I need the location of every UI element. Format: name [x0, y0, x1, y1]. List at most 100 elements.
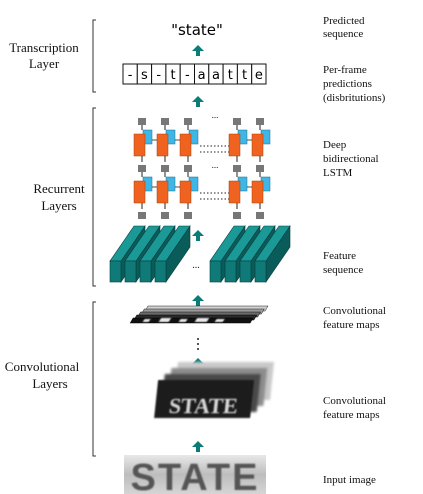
- svg-text:Layers: Layers: [32, 376, 67, 391]
- prediction-char: -: [128, 68, 133, 83]
- vertical-ellipsis-dots: [197, 338, 199, 350]
- svg-text:LSTM: LSTM: [323, 167, 353, 179]
- lstm-output-node: [233, 165, 241, 172]
- prediction-cell: t: [165, 63, 181, 85]
- lstm-forward-cell: [251, 180, 264, 204]
- deep-bidirectional-lstm-grid: ......: [133, 110, 271, 219]
- lstm-cell: [133, 165, 153, 209]
- svg-text:sequence: sequence: [323, 264, 363, 276]
- lstm-cell: [179, 165, 199, 209]
- lstm-output-node: [138, 165, 146, 172]
- prediction-char: e: [255, 68, 263, 83]
- lstm-forward-cell: [133, 180, 146, 204]
- label-transcription-layer: Transcription Layer: [9, 40, 79, 71]
- lstm-cell: [228, 118, 248, 162]
- svg-text:Deep: Deep: [323, 139, 347, 151]
- prediction-cell: -: [151, 63, 167, 85]
- svg-text:Layer: Layer: [29, 56, 60, 71]
- lstm-output-node: [161, 118, 169, 125]
- label-recurrent-layers: Recurrent Layers: [33, 181, 85, 213]
- lstm-cell: [156, 118, 176, 162]
- svg-text:Convolutional: Convolutional: [323, 305, 386, 317]
- prediction-char: t: [228, 68, 233, 83]
- input-image-word: STATE: [131, 457, 260, 494]
- label-conv-feature-maps-top: Convolutional feature maps: [323, 305, 386, 331]
- lstm-input-node: [138, 212, 146, 219]
- svg-text:Convolutional: Convolutional: [323, 395, 386, 407]
- prediction-cell: a: [194, 63, 210, 85]
- lstm-cell: [179, 118, 199, 162]
- svg-text:Feature: Feature: [323, 250, 356, 262]
- lstm-forward-cell: [133, 133, 146, 157]
- label-per-frame-predictions: Per-frame predictions (disbritutions): [323, 64, 386, 104]
- up-arrow: [192, 45, 204, 56]
- svg-text:Transcription: Transcription: [9, 40, 79, 55]
- bracket-transcription: [92, 19, 96, 93]
- lstm-output-node: [233, 118, 241, 125]
- lstm-cell: [251, 118, 271, 162]
- feature-column: [254, 225, 291, 283]
- lstm-forward-cell: [179, 133, 192, 157]
- label-deep-bidirectional-lstm: Deep bidirectional LSTM: [323, 139, 379, 179]
- input-image: STATE: [124, 455, 266, 494]
- bracket-recurrent: [92, 107, 96, 287]
- svg-text:Layers: Layers: [41, 198, 76, 213]
- feature-column: [154, 225, 191, 283]
- prediction-cell: t: [222, 63, 238, 85]
- lstm-forward-cell: [228, 133, 241, 157]
- bracket-convolutional: [92, 301, 96, 457]
- prediction-cell: t: [236, 63, 253, 85]
- svg-text:sequence: sequence: [323, 28, 363, 40]
- lstm-output-node: [256, 165, 264, 172]
- lstm-input-node: [233, 212, 241, 219]
- conv-feature-maps-top: [129, 305, 269, 324]
- lstm-output-node: [184, 118, 192, 125]
- lstm-input-node: [184, 212, 192, 219]
- lstm-forward-cell: [156, 180, 169, 204]
- lstm-output-node: [256, 118, 264, 125]
- feature-ellipsis: ...: [192, 260, 200, 271]
- svg-text:predictions: predictions: [323, 78, 372, 90]
- label-conv-feature-maps-bottom: Convolutional feature maps: [323, 395, 386, 421]
- lstm-forward-cell: [179, 180, 192, 204]
- svg-text:feature maps: feature maps: [323, 319, 380, 331]
- lstm-forward-cell: [228, 180, 241, 204]
- lstm-input-node: [161, 212, 169, 219]
- prediction-char: t: [170, 68, 175, 83]
- up-arrow: [192, 230, 204, 241]
- lstm-input-node: [256, 212, 264, 219]
- lstm-cell: [156, 165, 176, 209]
- conv-feature-maps-bottom: STATE: [154, 362, 274, 418]
- svg-text:Input image: Input image: [323, 474, 376, 486]
- prediction-char: t: [242, 68, 247, 83]
- lstm-forward-cell: [156, 133, 169, 157]
- up-arrow: [192, 295, 204, 306]
- conv-map-word: STATE: [168, 393, 239, 418]
- svg-text:Predicted: Predicted: [323, 15, 365, 27]
- lstm-ellipsis: ...: [212, 110, 219, 120]
- up-arrow: [192, 441, 204, 452]
- prediction-cell: e: [251, 63, 267, 85]
- lstm-cell: [251, 165, 271, 209]
- label-feature-sequence: Feature sequence: [323, 250, 363, 276]
- svg-text:feature maps: feature maps: [323, 409, 380, 421]
- prediction-cell: -: [179, 63, 195, 85]
- svg-text:Recurrent: Recurrent: [33, 181, 85, 196]
- prediction-char: -: [156, 68, 161, 83]
- lstm-forward-cell: [251, 133, 264, 157]
- prediction-char: a: [198, 68, 206, 83]
- lstm-output-node: [138, 118, 146, 125]
- lstm-output-node: [161, 165, 169, 172]
- prediction-char: s: [141, 68, 148, 83]
- up-arrow: [192, 96, 204, 107]
- svg-text:Per-frame: Per-frame: [323, 64, 367, 76]
- label-convolutional-layers: Convolutional Layers: [5, 359, 80, 391]
- lstm-cell: [228, 165, 248, 209]
- prediction-cell: -: [122, 63, 138, 85]
- svg-text:(disbritutions): (disbritutions): [323, 92, 386, 104]
- lstm-ellipsis: ...: [212, 160, 219, 170]
- prediction-cell: a: [208, 63, 224, 85]
- feature-sequence-blocks: ...: [109, 225, 291, 283]
